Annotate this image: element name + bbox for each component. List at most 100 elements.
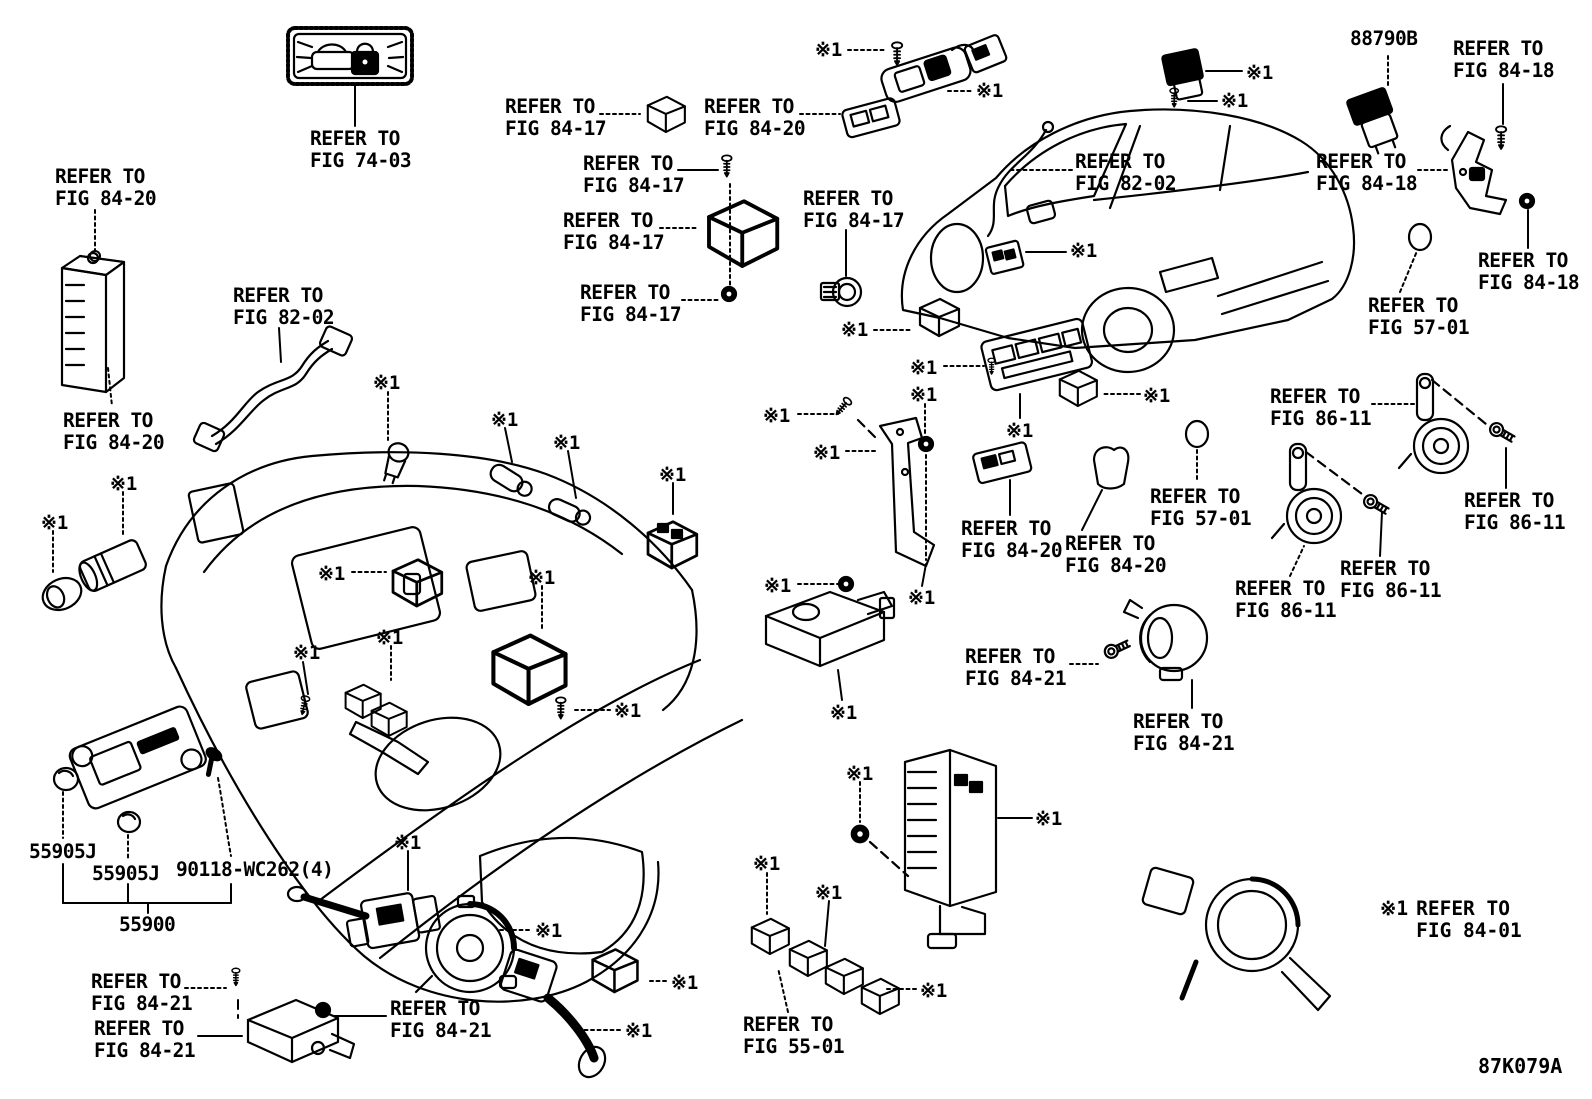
ref-fig-57-01-b: REFER TO FIG 57-01 — [1150, 485, 1252, 530]
bulb-icon — [383, 442, 410, 485]
asterisk1-marker-23: ※1 — [614, 700, 642, 722]
assembly-guide-line — [868, 840, 910, 878]
grommet-icon — [837, 575, 855, 593]
ignition-key-cylinder-icon — [1141, 866, 1332, 1012]
ref-fig-84-18-c: REFER TO FIG 84-18 — [1478, 249, 1580, 294]
part-55905J-b: 55905J — [92, 862, 160, 885]
asterisk1-marker-16: ※1 — [763, 405, 791, 427]
car-outline — [900, 108, 1356, 374]
buzzer-icon — [1092, 446, 1130, 490]
dashboard-outline — [160, 451, 744, 1003]
dash-switch-icon — [391, 558, 444, 608]
assembly-guide-line — [1304, 450, 1364, 496]
asterisk1-marker-15: ※1 — [910, 384, 938, 406]
screw-icon — [832, 395, 854, 419]
screw-icon — [721, 154, 733, 178]
ref-fig-84-21-e: REFER TO FIG 84-21 — [390, 997, 492, 1042]
ecu-left-icon — [60, 251, 126, 394]
relay-bracket-assembly-icon — [764, 590, 896, 668]
receiver-module-icon — [972, 441, 1033, 485]
assembly-guide-line — [1430, 378, 1488, 426]
asterisk1-marker-2: ※1 — [976, 80, 1004, 102]
asterisk1-marker-26: ※1 — [908, 587, 936, 609]
screw-icon — [1495, 125, 1508, 150]
screw-icon — [891, 41, 904, 66]
ref-fig-84-21-a: REFER TO FIG 84-21 — [965, 645, 1067, 690]
assembly-guide-line — [856, 418, 880, 442]
asterisk1-marker-29: ※1 — [1035, 808, 1063, 830]
ref-fig-84-18-a: REFER TO FIG 84-18 — [1453, 37, 1555, 82]
asterisk1-marker-27: ※1 — [753, 853, 781, 875]
cigarette-lighter-icon — [41, 539, 147, 612]
control-knob-icon — [52, 766, 80, 792]
asterisk1-marker-4: ※1 — [1221, 90, 1249, 112]
combination-switch-icon — [286, 885, 441, 950]
part-55900: 55900 — [119, 913, 176, 936]
ref-fig-84-21-d: REFER TO FIG 84-21 — [94, 1017, 196, 1062]
ref-fig-57-01-a: REFER TO FIG 57-01 — [1368, 294, 1470, 339]
asterisk1-marker-13: ※1 — [318, 563, 346, 585]
wiper-stalk-switch-icon — [499, 948, 607, 1079]
dash-module-icon — [493, 636, 565, 704]
asterisk1-marker-20: ※1 — [528, 567, 556, 589]
blank-switch-icon — [591, 948, 639, 994]
bulb-icon — [489, 463, 533, 497]
mounting-nut-icon — [314, 1001, 332, 1019]
footnote-marker: ※1 — [1380, 897, 1409, 920]
footnote-legend: ※1 REFER TO FIG 84-01 — [1380, 898, 1522, 941]
ref-fig-84-17-a: REFER TO FIG 84-17 — [505, 95, 607, 140]
ref-fig-86-11-b: REFER TO FIG 86-11 — [1464, 489, 1566, 534]
grommet-icon — [850, 824, 870, 844]
ref-fig-84-20-e: REFER TO FIG 84-20 — [1065, 532, 1167, 577]
asterisk1-marker-32: ※1 — [394, 832, 422, 854]
asterisk1-marker-35: ※1 — [671, 972, 699, 994]
clip-oval-icon — [1184, 419, 1210, 449]
ref-fig-84-17-e: REFER TO FIG 84-17 — [803, 187, 905, 232]
ref-fig-84-18-b: REFER TO FIG 84-18 — [1316, 150, 1418, 195]
flat-switch-icon — [841, 97, 901, 139]
asterisk1-marker-12: ※1 — [41, 512, 69, 534]
leader-lines — [62, 55, 1529, 1037]
part-90118-WC262: 90118-WC262(4) — [176, 858, 334, 881]
asterisk1-marker-14: ※1 — [910, 357, 938, 379]
asterisk1-marker-5: ※1 — [1070, 240, 1098, 262]
asterisk1-marker-31: ※1 — [920, 980, 948, 1002]
screw-icon — [555, 696, 567, 720]
single-window-switch-icon — [1058, 369, 1098, 408]
airbag-module-icon — [246, 998, 356, 1064]
connector-icon — [646, 520, 699, 570]
ref-fig-82-02-b: REFER TO FIG 82-02 — [1075, 150, 1177, 195]
ref-fig-84-21-b: REFER TO FIG 84-21 — [1133, 710, 1235, 755]
hazard-switch-assembly-icon — [344, 683, 430, 776]
part-55905J-a: 55905J — [29, 840, 97, 863]
asterisk1-marker-10: ※1 — [659, 464, 687, 486]
sensor-88790B-icon — [1346, 87, 1399, 155]
bulb-icon — [547, 498, 592, 526]
door-lock-assembly-icon — [1440, 124, 1508, 216]
grommet-icon — [1518, 192, 1536, 210]
asterisk1-marker-21: ※1 — [293, 642, 321, 664]
asterisk1-marker-34: ※1 — [625, 1020, 653, 1042]
ring-sensor-icon — [819, 276, 863, 308]
asterisk1-marker-8: ※1 — [491, 409, 519, 431]
ecu-module-icon — [707, 199, 780, 268]
control-knob-icon — [116, 810, 142, 834]
ref-fig-86-11-a: REFER TO FIG 86-11 — [1270, 385, 1372, 430]
junction-block-icon — [903, 748, 998, 950]
asterisk1-marker-30: ※1 — [815, 882, 843, 904]
ref-fig-84-20-b: REFER TO FIG 84-20 — [63, 409, 165, 454]
asterisk1-marker-7: ※1 — [373, 372, 401, 394]
marker-leader-lines — [52, 49, 1243, 1031]
clock-spring-icon — [414, 894, 518, 994]
asterisk1-marker-25: ※1 — [830, 702, 858, 724]
asterisk1-marker-6: ※1 — [841, 319, 869, 341]
ref-fig-82-02-a: REFER TO FIG 82-02 — [233, 284, 335, 329]
ref-fig-74-03: REFER TO FIG 74-03 — [310, 127, 412, 172]
grommet-icon — [720, 285, 738, 303]
horn-icon — [1270, 442, 1343, 545]
part-88790B: 88790B — [1350, 27, 1418, 50]
asterisk1-marker-18: ※1 — [1006, 420, 1034, 442]
roof-switch-icon — [963, 34, 1008, 74]
